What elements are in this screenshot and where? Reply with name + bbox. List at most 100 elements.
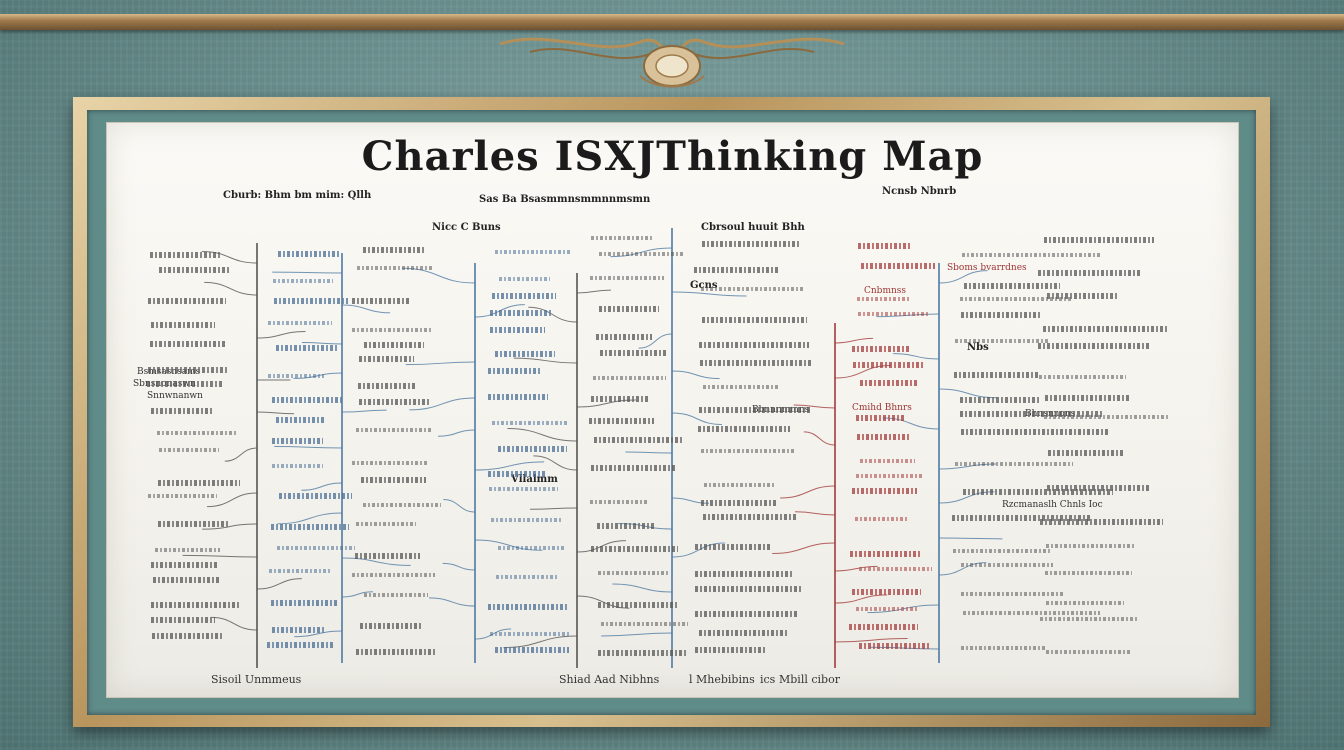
scribble-text-75 — [590, 276, 664, 280]
scribble-text-99 — [697, 426, 791, 432]
scribble-text-136 — [960, 411, 1103, 417]
scribble-text-114 — [851, 346, 911, 352]
footer-label-left: Sisoil Unmmeus — [211, 673, 302, 686]
scribble-text-48 — [362, 503, 441, 507]
scribble-text-3 — [147, 298, 227, 304]
branch-line-30 — [474, 539, 543, 551]
footer-label-center-b: l Mhebibins — [689, 673, 755, 686]
branch-line-7 — [207, 492, 258, 508]
branch-line-48 — [671, 412, 722, 425]
scribble-text-91 — [702, 241, 802, 247]
scribble-text-26 — [271, 397, 345, 403]
scribble-text-54 — [355, 649, 435, 655]
branch-line-9 — [182, 554, 258, 558]
scribble-text-9 — [157, 431, 238, 435]
branch-line-16 — [341, 409, 387, 413]
scribble-text-80 — [591, 396, 651, 402]
scribble-text-50 — [354, 553, 421, 559]
branch-line-35 — [528, 306, 578, 323]
scribble-text-96 — [700, 360, 813, 366]
scribble-text-131 — [959, 297, 1073, 301]
map-title: Charles ISXJThinking Map — [361, 133, 984, 180]
scribble-text-109 — [695, 647, 767, 653]
scribble-text-19 — [151, 633, 222, 639]
branch-line-22 — [294, 630, 343, 638]
scribble-text-100 — [700, 449, 795, 453]
branch-line-38 — [507, 427, 578, 442]
scribble-text-142 — [961, 563, 1053, 567]
scribble-text-38 — [356, 266, 434, 270]
scribble-text-144 — [963, 611, 1100, 615]
branch-line-43 — [503, 635, 578, 649]
scribble-text-4 — [150, 322, 216, 328]
scribble-text-90 — [598, 650, 686, 656]
scribble-text-68 — [497, 546, 566, 550]
branch-line-26 — [409, 397, 476, 411]
scribble-text-11 — [157, 480, 241, 486]
scribble-text-45 — [355, 428, 432, 432]
branch-line-58 — [803, 431, 836, 446]
branch-line-57 — [793, 404, 836, 409]
scribble-text-13 — [158, 521, 230, 527]
scribble-text-28 — [272, 438, 324, 444]
scribble-text-88 — [597, 602, 677, 608]
branch-line-31 — [442, 562, 476, 571]
column-header-3: Nicc C Buns — [432, 222, 501, 233]
scribble-text-154 — [1047, 450, 1126, 456]
branch-line-62 — [834, 565, 878, 572]
scribble-text-32 — [277, 546, 355, 550]
footer-label-center-a: Shiad Aad Nibhns — [559, 673, 660, 686]
scribble-text-17 — [151, 602, 240, 608]
scribble-text-143 — [960, 592, 1066, 596]
scribble-text-15 — [150, 562, 219, 568]
scribble-text-21 — [272, 279, 334, 283]
branch-line-61 — [772, 542, 836, 555]
column-header-5: Ncnsb Nbnrb — [882, 186, 957, 197]
scribble-text-86 — [591, 546, 679, 552]
branch-line-64 — [834, 637, 908, 643]
node-right-4: Cmihd Bhnrs — [852, 403, 912, 413]
scribble-text-130 — [963, 283, 1061, 289]
scribble-text-147 — [1038, 270, 1141, 276]
scribble-text-119 — [860, 459, 915, 463]
branch-line-11 — [211, 616, 258, 631]
scribble-text-145 — [960, 646, 1048, 650]
scribble-text-73 — [590, 236, 654, 240]
branch-line-1 — [201, 250, 258, 264]
branch-line-25 — [405, 361, 476, 366]
scribble-text-155 — [1047, 485, 1150, 491]
scribble-text-67 — [491, 518, 563, 522]
scribble-text-31 — [270, 524, 349, 530]
scribble-text-34 — [271, 600, 339, 606]
scribble-text-61 — [488, 368, 541, 374]
branch-line-52 — [671, 542, 726, 558]
scribble-text-103 — [703, 514, 797, 520]
branch-line-29 — [443, 498, 476, 513]
scribble-text-120 — [856, 474, 922, 478]
scribble-text-12 — [147, 494, 218, 498]
scribble-text-59 — [490, 327, 545, 333]
branch-line-17 — [274, 446, 343, 449]
node-right-1: Nbs — [967, 342, 989, 353]
scribble-text-160 — [1040, 617, 1138, 621]
scribble-text-102 — [701, 500, 778, 506]
frame-crest-ornament — [499, 37, 845, 88]
branch-line-39 — [533, 455, 578, 471]
branch-line-46 — [638, 333, 673, 349]
branch-line-53 — [612, 583, 673, 593]
scribble-text-7 — [147, 381, 222, 387]
scribble-text-72 — [494, 647, 569, 653]
scribble-text-135 — [960, 397, 1042, 403]
scribble-text-33 — [269, 569, 331, 573]
scribble-text-43 — [357, 383, 417, 389]
scribble-text-24 — [276, 345, 339, 351]
scribble-text-134 — [953, 372, 1039, 378]
scribble-text-85 — [596, 523, 656, 529]
branch-line-65 — [938, 270, 988, 284]
column-header-2: Sas Ba Bsasmmnsmmnnmsmn — [479, 194, 651, 205]
scribble-text-6 — [148, 367, 228, 373]
scribble-text-115 — [853, 362, 926, 368]
node-left-3: Snnwnanwn — [147, 391, 203, 401]
scribble-text-98 — [699, 407, 811, 413]
branch-line-67 — [893, 353, 940, 360]
